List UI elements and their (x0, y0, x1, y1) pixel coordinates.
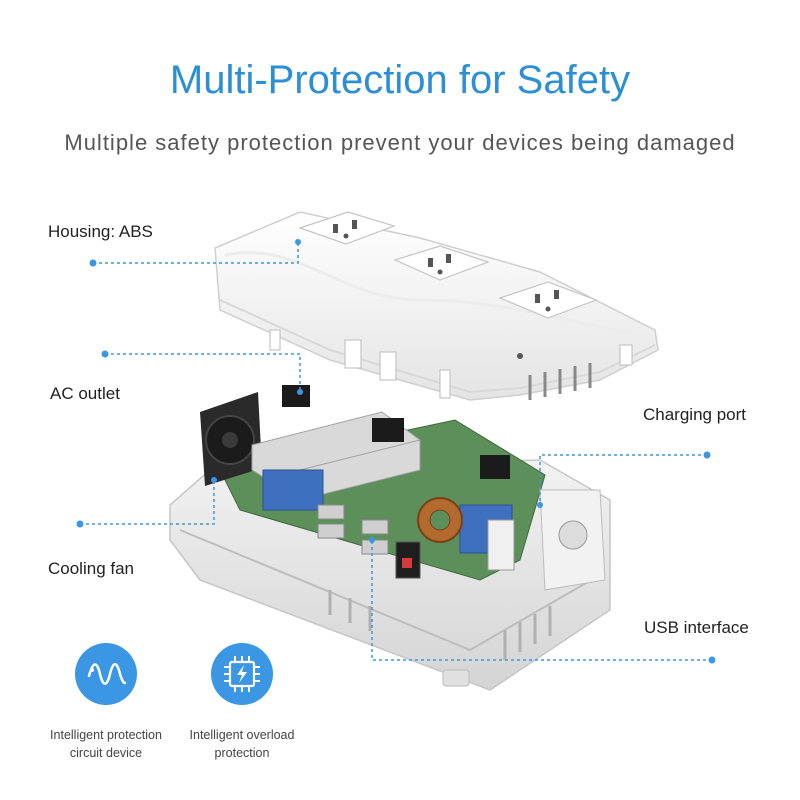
callout-housing: Housing: ABS (48, 222, 153, 241)
charging-leader-end-dot (537, 502, 543, 508)
circuit-board (200, 385, 606, 591)
cooling-fan-leader (80, 480, 215, 525)
waveform-icon (75, 643, 137, 705)
usb-leader-start-dot (708, 656, 716, 664)
outlet-2 (393, 245, 490, 281)
page-subtitle: Multiple safety protection prevent your … (64, 130, 736, 155)
usb-leader (371, 540, 712, 661)
usb-leader-end-dot (369, 537, 375, 543)
callout-usb-interface: USB interface (644, 618, 749, 637)
ac-outlet-leader (105, 353, 301, 392)
housing-leader-end-dot (295, 239, 301, 245)
charging-leader (539, 454, 707, 505)
outlet-1 (298, 211, 396, 245)
outlet-3 (498, 281, 598, 319)
housing-leader (93, 242, 299, 264)
housing-leader-start-dot (89, 259, 97, 267)
callout-ac-outlet: AC outlet (50, 384, 120, 403)
chip-bolt-icon (211, 643, 273, 705)
cooling-fan-leader-end-dot (211, 477, 217, 483)
charging-port-module (539, 489, 606, 591)
ac-outlet-leader-end-dot (297, 389, 303, 395)
callout-cooling-fan: Cooling fan (48, 559, 135, 578)
housing-cover (214, 211, 659, 401)
cooling-fan-leader-start-dot (76, 520, 84, 528)
page-title: Multi-Protection for Safety (169, 58, 631, 102)
callout-charging-port: Charging port (643, 405, 747, 424)
charging-leader-start-dot (703, 451, 711, 459)
cooling-fan (200, 392, 262, 486)
ac-outlet-leader-start-dot (101, 350, 109, 358)
